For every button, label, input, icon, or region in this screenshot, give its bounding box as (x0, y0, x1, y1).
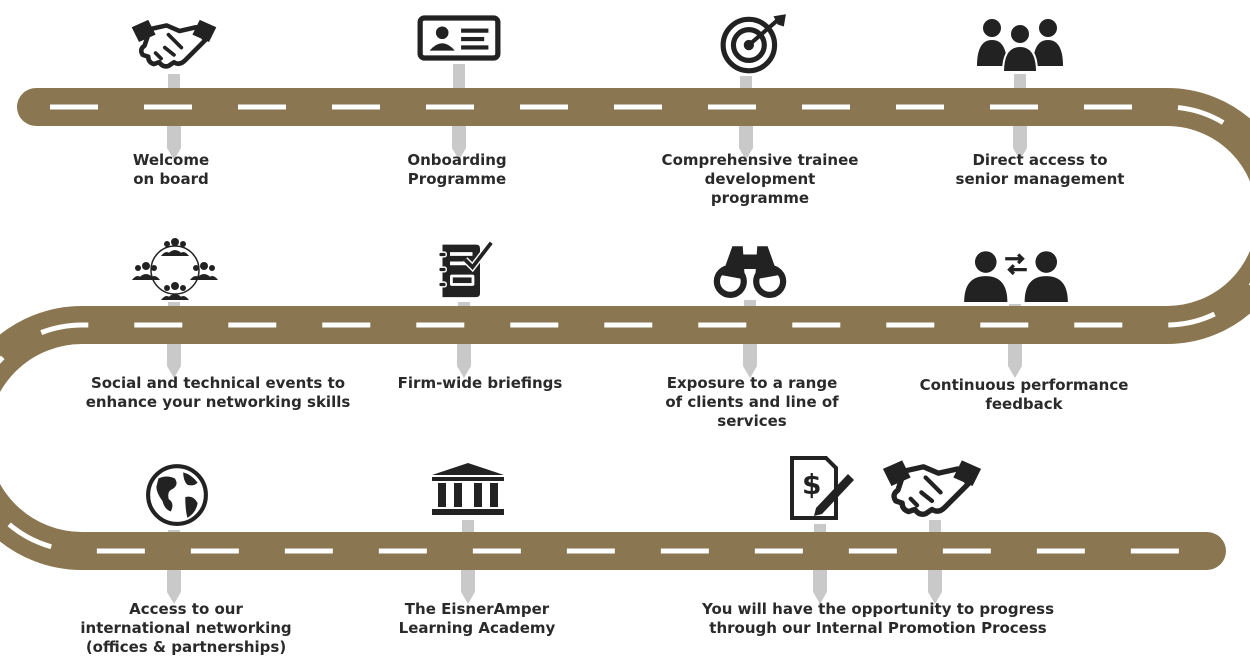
pin-post (168, 302, 180, 306)
milestone-label-social-events: Social and technical events to enhance y… (85, 374, 351, 411)
road-center-dashes (0, 104, 1250, 554)
milestone-label-international: Access to our international networking (… (80, 600, 292, 656)
milestone-label-welcome: Welcome on board (132, 151, 210, 188)
binoculars-icon (717, 246, 783, 295)
pin-post (740, 76, 752, 88)
pin-post (453, 64, 465, 88)
milestone-label-academy: The EisnerAmper Learning Academy (398, 600, 556, 637)
pin-post (1014, 74, 1026, 88)
pins (167, 64, 1027, 604)
pin-tip (167, 570, 181, 604)
pin-post (168, 530, 180, 532)
milestone-label-exposure: Exposure to a range of clients and line … (665, 374, 839, 430)
pin-tip (457, 344, 471, 378)
milestone-label-briefings: Firm-wide briefings (397, 374, 563, 392)
target-icon (723, 14, 786, 71)
pin-post (929, 520, 941, 532)
pin-tip (167, 344, 181, 378)
group-icon (976, 18, 1064, 72)
pin-tip (461, 570, 475, 604)
pin-tip (167, 126, 181, 160)
milestone-label-promotion: You will have the opportunity to progres… (701, 600, 1055, 637)
pin-post (814, 524, 826, 532)
pin-post (462, 520, 474, 532)
pin-tip (1013, 126, 1027, 160)
id-card-icon (420, 18, 498, 58)
network-icon (131, 237, 219, 300)
road (0, 88, 1250, 570)
milestone-label-onboarding: Onboarding Programme (407, 151, 507, 188)
milestone-label-senior-management: Direct access to senior management (955, 151, 1125, 188)
milestone-label-feedback: Continuous performance feedback (919, 376, 1129, 413)
checklist-icon (439, 243, 492, 297)
pin-tip (452, 126, 466, 160)
handshake-icon (132, 20, 217, 66)
pin-post (168, 74, 180, 88)
contract-icon (790, 456, 856, 520)
pin-tip (813, 570, 827, 604)
academy-icon (432, 463, 504, 515)
pin-tip (1008, 344, 1022, 378)
pin-post (458, 302, 470, 306)
milestone-label-trainee-development: Comprehensive trainee development progra… (661, 151, 859, 207)
pin-tip (743, 344, 757, 378)
pin-post (744, 300, 756, 306)
pin-tip (928, 570, 942, 604)
globe-icon (148, 466, 206, 524)
pin-post (1009, 304, 1021, 306)
pin-tip (739, 126, 753, 160)
feedback-icon (962, 249, 1070, 302)
handshake-icon (883, 460, 981, 514)
